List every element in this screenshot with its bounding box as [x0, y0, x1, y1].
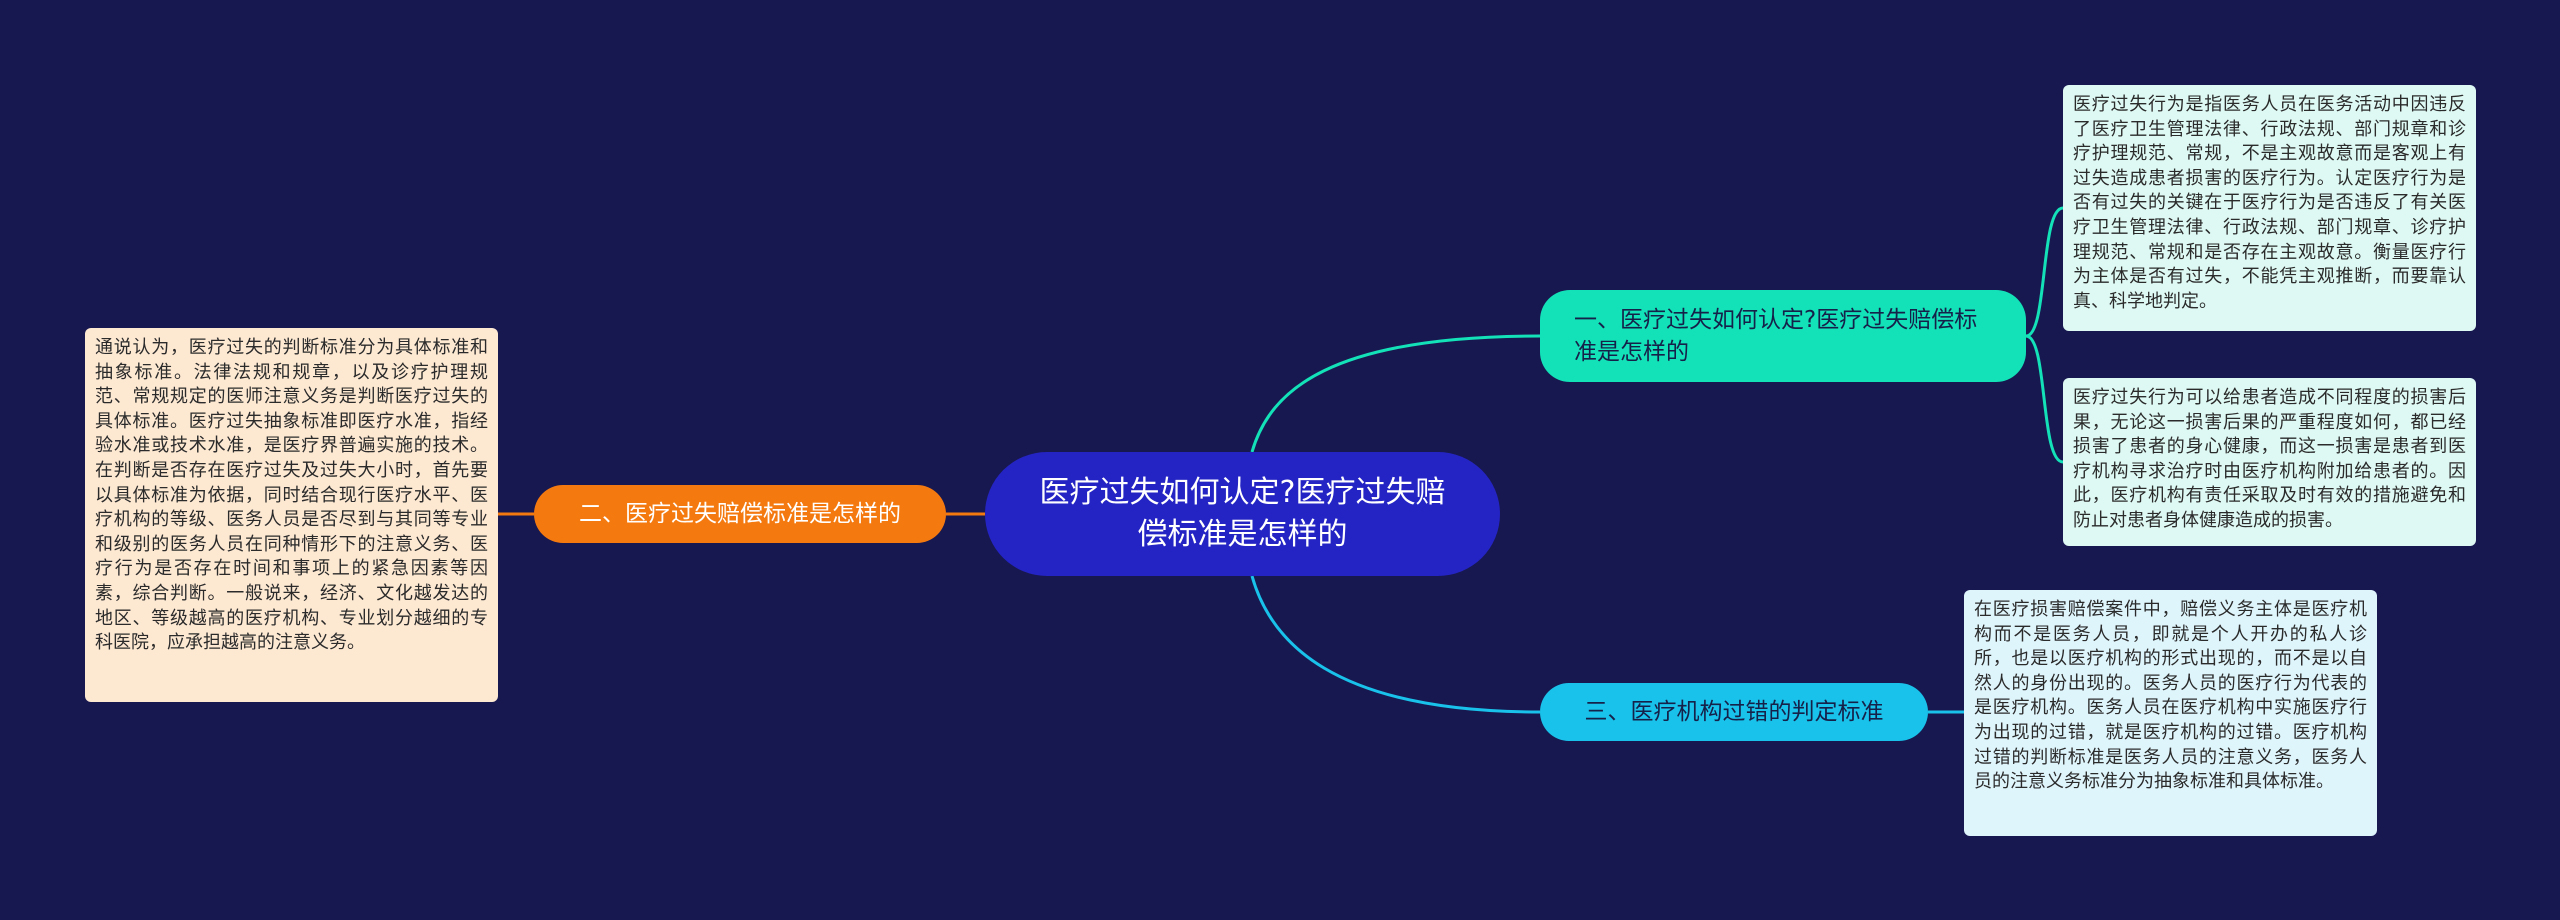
leaf-note-1-1[interactable]: 医疗过失行为是指医务人员在医务活动中因违反了医疗卫生管理法律、行政法规、部门规章… — [2063, 85, 2476, 331]
branch-topic-3-label: 三、医疗机构过错的判定标准 — [1584, 699, 1884, 725]
leaf-note-2-1[interactable]: 通说认为，医疗过失的判断标准分为具体标准和抽象标准。法律法规和规章，以及诊疗护理… — [85, 328, 498, 702]
connector-root-branch-3 — [1250, 575, 1541, 714]
branch-topic-2[interactable]: 二、医疗过失赔偿标准是怎样的 — [534, 485, 946, 543]
branch-topic-1[interactable]: 一、医疗过失如何认定?医疗过失赔偿标准是怎样的 — [1540, 290, 2026, 382]
leaf-note-1-2[interactable]: 医疗过失行为可以给患者造成不同程度的损害后果，无论这一损害后果的严重程度如何，都… — [2063, 378, 2476, 546]
leaf-note-3-1-text: 在医疗损害赔偿案件中，赔偿义务主体是医疗机构而不是医务人员，即就是个人开办的私人… — [1974, 599, 2367, 793]
leaf-note-1-1-text: 医疗过失行为是指医务人员在医务活动中因违反了医疗卫生管理法律、行政法规、部门规章… — [2073, 94, 2466, 312]
branch-topic-1-label: 一、医疗过失如何认定?医疗过失赔偿标准是怎样的 — [1574, 307, 1978, 365]
connector-root-branch-1 — [1250, 334, 1541, 453]
branch-topic-2-label: 二、医疗过失赔偿标准是怎样的 — [579, 501, 901, 527]
leaf-note-3-1[interactable]: 在医疗损害赔偿案件中，赔偿义务主体是医疗机构而不是医务人员，即就是个人开办的私人… — [1964, 590, 2377, 836]
connector-branch-1-leaf-1 — [2025, 206, 2064, 338]
root-topic[interactable]: 医疗过失如何认定?医疗过失赔偿标准是怎样的 — [985, 452, 1500, 576]
leaf-note-2-1-text: 通说认为，医疗过失的判断标准分为具体标准和抽象标准。法律法规和规章，以及诊疗护理… — [95, 337, 488, 654]
leaf-note-1-2-text: 医疗过失行为可以给患者造成不同程度的损害后果，无论这一损害后果的严重程度如何，都… — [2073, 387, 2466, 531]
connector-branch-1-leaf-2 — [2025, 334, 2064, 464]
branch-topic-3[interactable]: 三、医疗机构过错的判定标准 — [1540, 683, 1928, 741]
root-topic-label: 医疗过失如何认定?医疗过失赔偿标准是怎样的 — [1039, 475, 1446, 552]
